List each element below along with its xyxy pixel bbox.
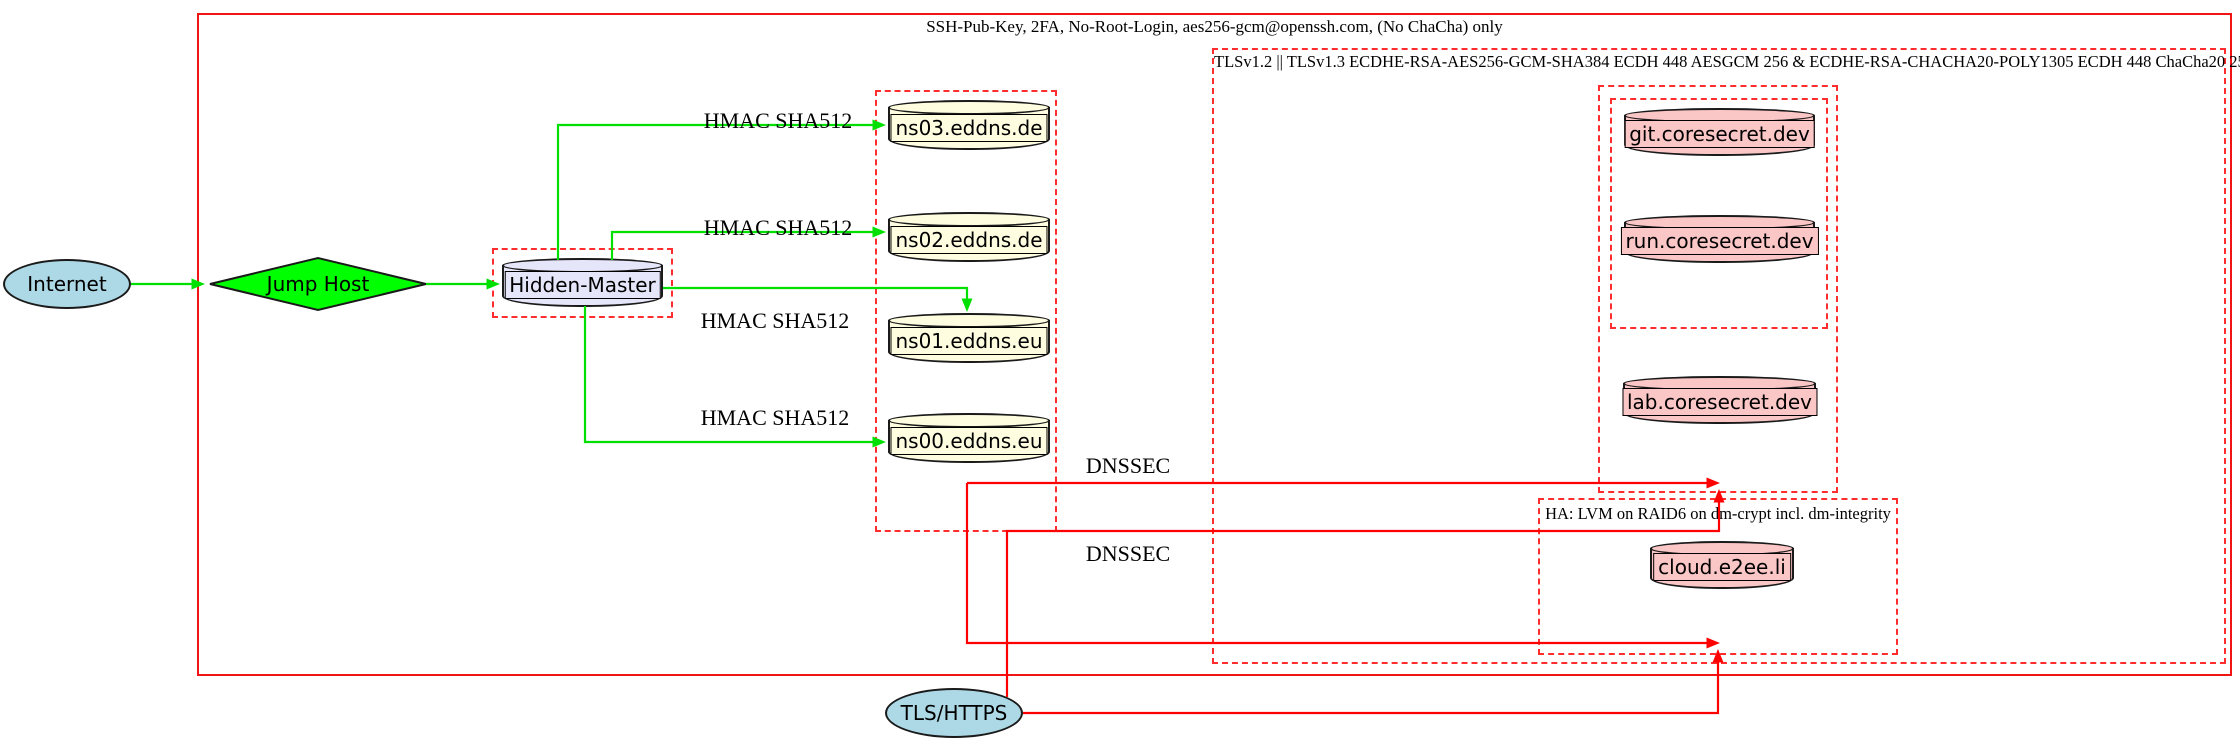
node-tls-https: TLS/HTTPS: [885, 688, 1023, 738]
dns-cluster-box: [875, 90, 1057, 532]
node-hidden-master: Hidden-Master: [502, 258, 663, 307]
edge-label-hmac-ns00: HMAC SHA512: [700, 405, 850, 430]
node-ns02: ns02.eddns.de: [888, 212, 1050, 262]
node-lab-label: lab.coresecret.dev: [1621, 388, 1818, 417]
edge-label-hmac-ns03: HMAC SHA512: [703, 108, 853, 133]
node-ns00: ns00.eddns.eu: [888, 413, 1050, 463]
node-cloud-label: cloud.e2ee.li: [1653, 553, 1791, 582]
node-run: run.coresecret.dev: [1620, 215, 1819, 263]
node-internet: Internet: [3, 259, 131, 309]
cluster-ssh-label: SSH-Pub-Key, 2FA, No-Root-Login, aes256-…: [926, 17, 1503, 36]
node-lab: lab.coresecret.dev: [1621, 376, 1818, 424]
node-ns00-label: ns00.eddns.eu: [890, 426, 1048, 455]
edge-label-dnssec-1: DNSSEC: [1085, 453, 1171, 478]
edge-label-dnssec-2: DNSSEC: [1085, 541, 1171, 566]
node-ns03: ns03.eddns.de: [888, 100, 1050, 150]
node-cloud: cloud.e2ee.li: [1650, 541, 1794, 589]
edge-label-hmac-ns02: HMAC SHA512: [703, 215, 853, 240]
node-internet-label: Internet: [27, 272, 107, 296]
node-hidden-master-label: Hidden-Master: [504, 270, 661, 299]
cluster-ha-label: HA: LVM on RAID6 on dm-crypt incl. dm-in…: [1545, 504, 1891, 523]
node-tls-https-label: TLS/HTTPS: [900, 701, 1008, 725]
node-ns01-label: ns01.eddns.eu: [890, 326, 1048, 355]
node-ns01: ns01.eddns.eu: [888, 313, 1050, 363]
cluster-tls-label: TLSv1.2 || TLSv1.3 ECDHE-RSA-AES256-GCM-…: [1214, 52, 2240, 71]
edge-label-hmac-ns01: HMAC SHA512: [700, 308, 850, 333]
node-run-label: run.coresecret.dev: [1620, 227, 1819, 256]
node-ns03-label: ns03.eddns.de: [890, 113, 1048, 142]
node-jump-host-label: Jump Host: [266, 272, 370, 296]
coresecret-inner-box: [1610, 98, 1828, 329]
node-git-label: git.coresecret.dev: [1624, 120, 1815, 149]
node-git: git.coresecret.dev: [1624, 108, 1815, 156]
node-ns02-label: ns02.eddns.de: [890, 225, 1048, 254]
